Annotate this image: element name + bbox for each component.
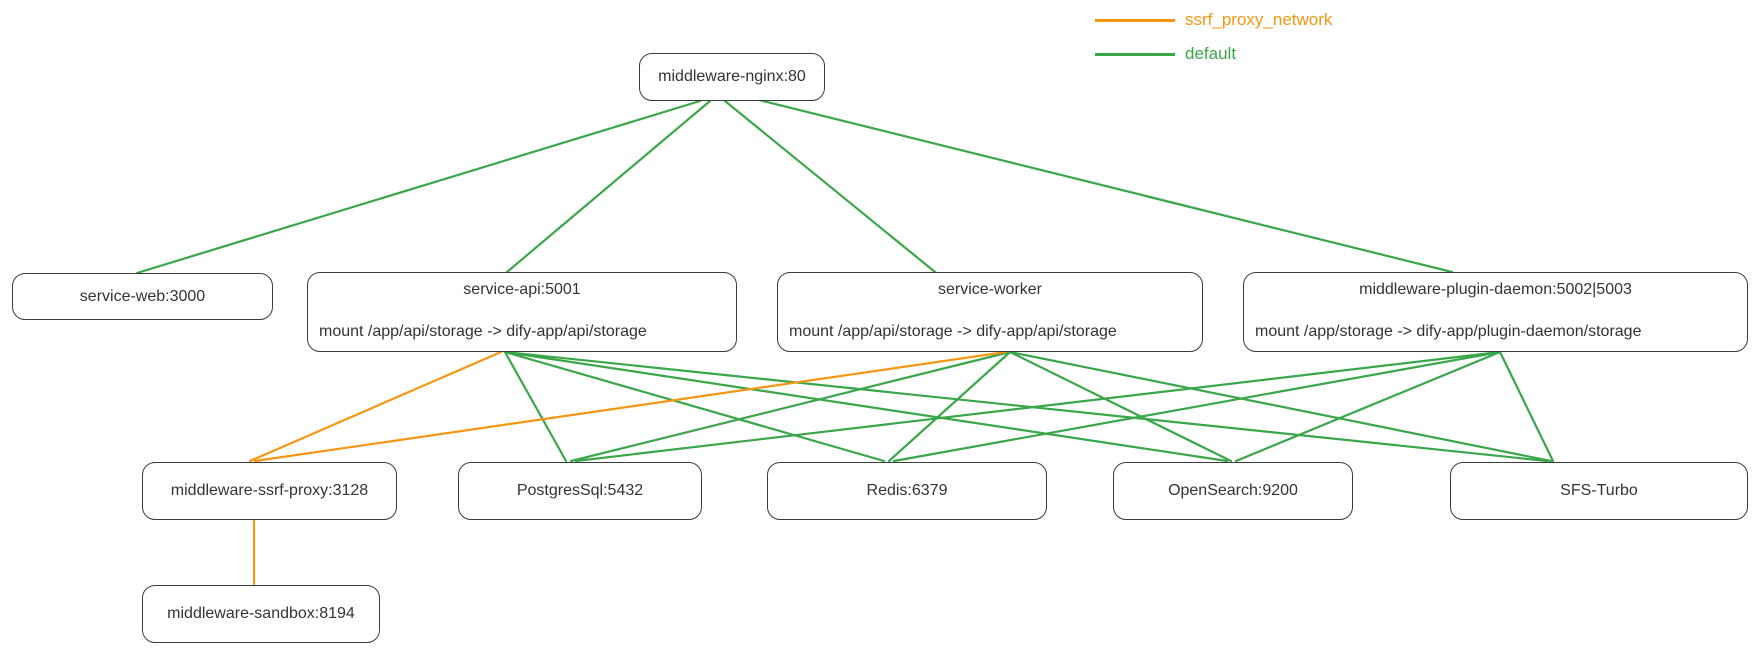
edge-nginx-daemon — [753, 97, 1454, 274]
node-mount-path: mount /app/api/storage -> dify-app/api/s… — [319, 323, 647, 340]
edge-nginx-web — [135, 99, 702, 275]
edge-worker-opensearch — [1008, 350, 1233, 463]
edge-nginx-api — [505, 99, 712, 274]
legend-label-ssrf-proxy-network: ssrf_proxy_network — [1185, 10, 1333, 29]
node-label: middleware-plugin-daemon:5002|5003 — [1359, 281, 1632, 298]
node-label: PostgresSql:5432 — [516, 482, 644, 499]
edge-daemon-postgres — [574, 350, 1502, 463]
node-label: SFS-Turbo — [1560, 482, 1638, 499]
node-mount-path: mount /app/api/storage -> dify-app/api/s… — [789, 323, 1117, 340]
edge-api-opensearch — [503, 350, 1229, 463]
edge-api-sfs — [503, 350, 1549, 463]
legend-label-default: default — [1185, 44, 1237, 63]
edge-api-redis — [503, 350, 886, 463]
edge-daemon-sfs — [1498, 350, 1555, 463]
node-label: middleware-ssrf-proxy:3128 — [170, 482, 369, 499]
node-label: Redis:6379 — [866, 482, 948, 499]
edge-worker-redis — [887, 350, 1012, 463]
node-service-web: service-web:3000 — [12, 273, 273, 320]
node-mount-path: mount /app/storage -> dify-app/plugin-da… — [1255, 323, 1642, 340]
legend-line-default — [1095, 52, 1175, 56]
node-label: OpenSearch:9200 — [1168, 482, 1298, 499]
node-middleware-ssrf-proxy: middleware-ssrf-proxy:3128 — [142, 462, 397, 520]
node-label: service-web:3000 — [79, 287, 206, 305]
legend-item-default: default — [1095, 42, 1332, 66]
edge-worker-postgres — [569, 350, 1012, 463]
legend-item-ssrf-proxy-network: ssrf_proxy_network — [1095, 8, 1332, 32]
node-middleware-sandbox: middleware-sandbox:8194 — [142, 585, 380, 643]
node-service-worker: service-worker mount /app/api/storage ->… — [777, 272, 1203, 352]
node-middleware-nginx: middleware-nginx:80 — [639, 53, 825, 101]
node-label: middleware-nginx:80 — [658, 68, 806, 85]
node-service-api: service-api:5001 mount /app/api/storage … — [307, 272, 737, 352]
node-redis: Redis:6379 — [767, 462, 1047, 520]
node-label: service-api:5001 — [463, 281, 581, 298]
node-sfs-turbo: SFS-Turbo — [1450, 462, 1748, 520]
legend-line-ssrf-proxy-network — [1095, 18, 1175, 22]
node-label: service-worker — [937, 281, 1042, 298]
edge-worker-ssrf — [253, 350, 1008, 463]
node-postgressql: PostgresSql:5432 — [458, 462, 702, 520]
edge-worker-sfs — [1008, 350, 1553, 463]
node-middleware-plugin-daemon: middleware-plugin-daemon:5002|5003 mount… — [1243, 272, 1748, 352]
node-label: middleware-sandbox:8194 — [167, 605, 355, 622]
edge-api-postgres — [503, 350, 568, 463]
node-opensearch: OpenSearch:9200 — [1113, 462, 1353, 520]
edge-daemon-redis — [892, 350, 1502, 463]
edge-nginx-worker — [723, 99, 937, 274]
legend: ssrf_proxy_network default — [1095, 8, 1332, 76]
edge-api-ssrf — [248, 350, 503, 463]
edge-daemon-opensearch — [1234, 350, 1502, 463]
